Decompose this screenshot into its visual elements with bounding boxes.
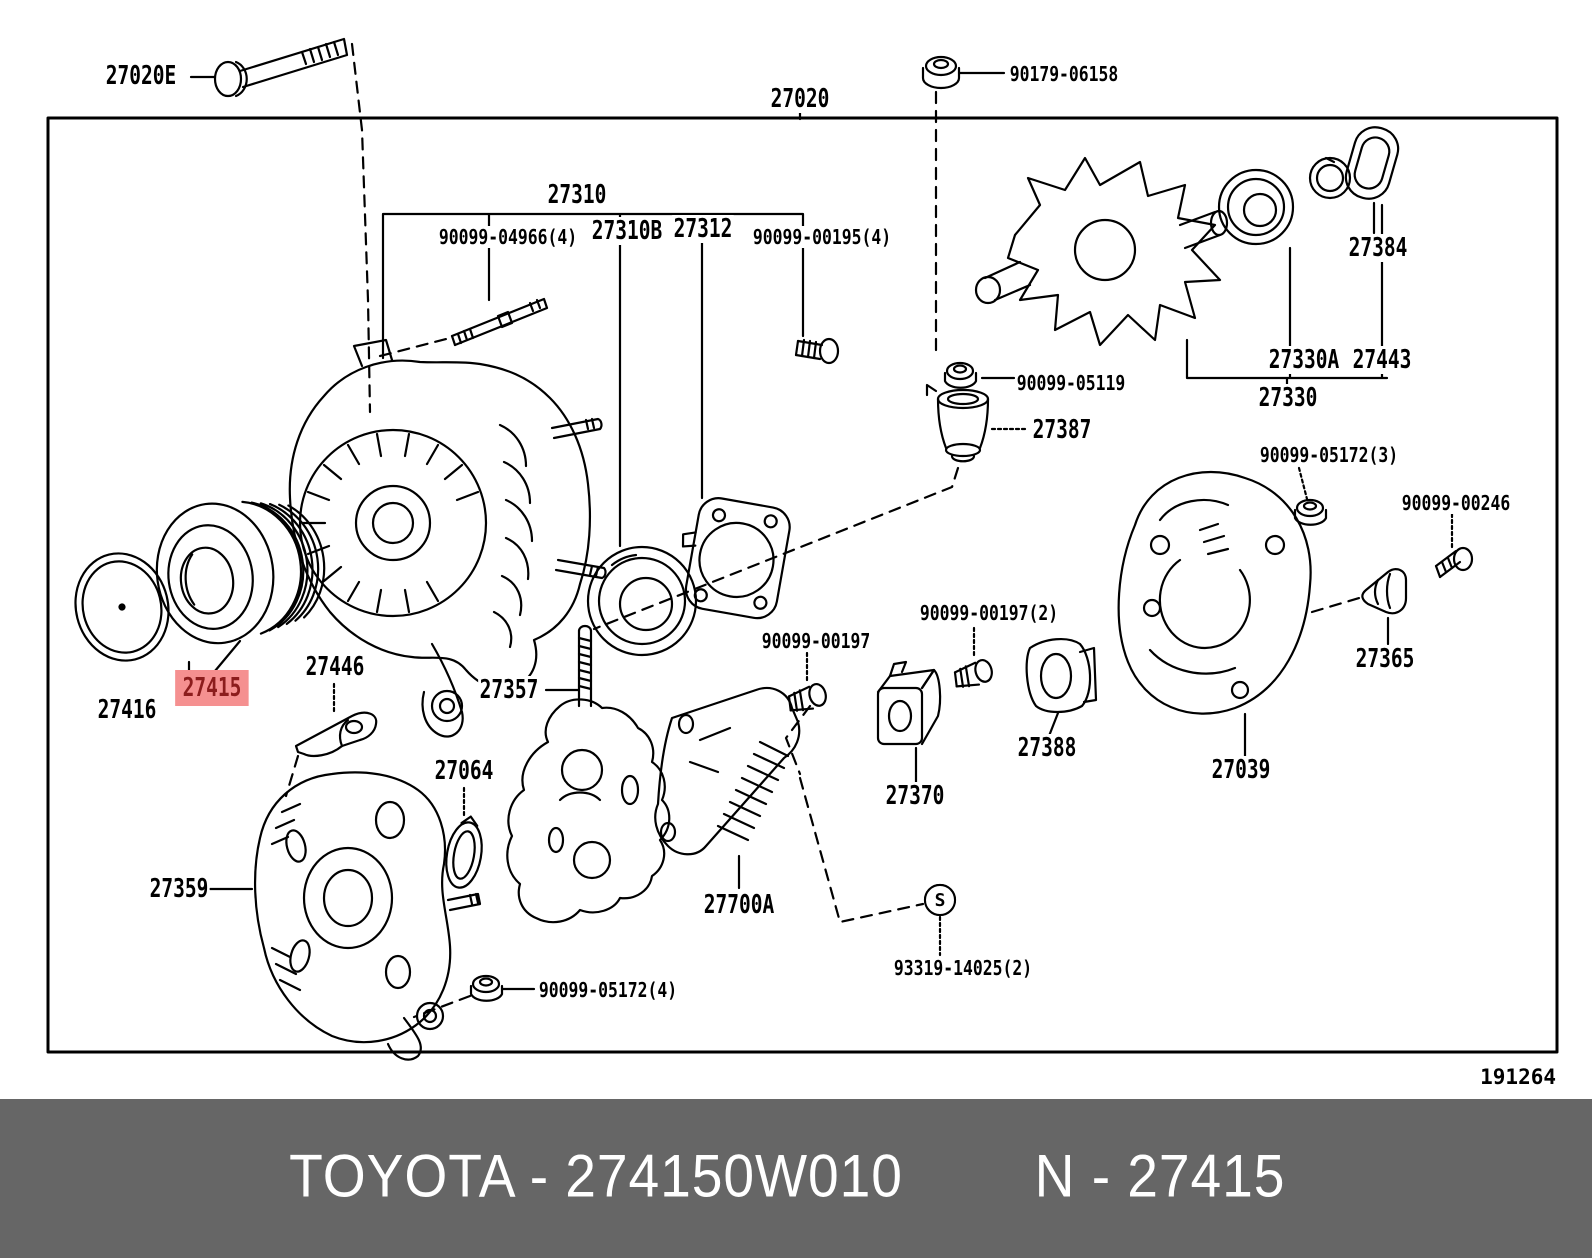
part-label-27330a: 27330A xyxy=(1267,345,1341,375)
part-label-27020e: 27020E xyxy=(104,61,178,91)
part-label-27312: 27312 xyxy=(672,214,734,244)
retainer-27388 xyxy=(1025,638,1098,714)
rear-end-cover-27039 xyxy=(1117,470,1312,715)
part-label-90179-06158: 90179-06158 xyxy=(1008,62,1120,86)
part-label-90099-00197-2: 90099-00197(2) xyxy=(918,601,1060,625)
part-label-27020: 27020 xyxy=(769,84,831,114)
diagram-border xyxy=(46,116,1559,1054)
screw-symbol: S xyxy=(924,884,956,916)
regulator-27700a xyxy=(654,686,801,856)
part-label-90099-05172-4: 90099-05172(4) xyxy=(537,978,679,1002)
part-label-90099-00197: 90099-00197 xyxy=(760,629,872,653)
part-label-27446: 27446 xyxy=(304,652,366,682)
nut-90099-05172-4 xyxy=(469,974,504,1002)
bearing-27310b xyxy=(586,545,698,657)
part-label-90099-00246: 90099-00246 xyxy=(1400,491,1512,515)
assembly-dashed-lines xyxy=(284,42,1368,1019)
bolt-90099-00197-2 xyxy=(953,658,993,688)
part-label-27039: 27039 xyxy=(1210,755,1272,785)
part-label-27370: 27370 xyxy=(884,781,946,811)
footer-catalog-number: N - 27415 xyxy=(1034,1142,1286,1210)
bolt-90099-00246 xyxy=(1434,546,1474,579)
part-label-27310: 27310 xyxy=(546,180,608,210)
nut-90099-05119 xyxy=(943,361,978,389)
part-label-90099-00195: 90099-00195(4) xyxy=(751,225,893,249)
drawing-number: 191264 xyxy=(1480,1065,1556,1089)
part-label-27365: 27365 xyxy=(1354,644,1416,674)
part-label-27416: 27416 xyxy=(96,695,158,725)
part-label-27415-highlighted: 27415 xyxy=(175,670,249,706)
part-label-27357: 27357 xyxy=(478,675,540,705)
insulator-27387 xyxy=(925,383,990,463)
gasket-27064 xyxy=(445,815,483,889)
bracket-27446 xyxy=(294,711,378,757)
brush-holder-27357 xyxy=(506,624,671,924)
through-bolt-27020e xyxy=(213,37,349,98)
snap-ring-27443 xyxy=(1308,156,1352,200)
rotor-27330 xyxy=(974,156,1229,347)
part-label-90099-04966: 90099-04966(4) xyxy=(437,225,579,249)
part-label-27388: 27388 xyxy=(1016,733,1078,763)
bearing-27330a xyxy=(1217,168,1295,246)
part-label-27330: 27330 xyxy=(1257,383,1319,413)
part-label-27359: 27359 xyxy=(148,874,210,904)
part-label-27310b: 27310B xyxy=(590,216,664,246)
stud-bolt-90099-04966 xyxy=(450,297,549,347)
part-label-27700a: 27700A xyxy=(702,890,776,920)
terminal-27365 xyxy=(1361,568,1408,615)
part-label-27443: 27443 xyxy=(1351,345,1413,375)
part-label-90099-05119: 90099-05119 xyxy=(1015,371,1127,395)
bolt-90099-00195 xyxy=(794,337,840,365)
footer-part-number: TOYOTA - 274150W010 xyxy=(289,1142,903,1210)
seal-27384 xyxy=(1344,126,1400,200)
part-label-93319-14025: 93319-14025(2) xyxy=(892,956,1034,980)
footer-banner: TOYOTA - 274150W010 N - 27415 xyxy=(0,1099,1592,1258)
nut-90099-05172-3 xyxy=(1293,498,1328,526)
part-label-27064: 27064 xyxy=(433,756,495,786)
part-label-27384: 27384 xyxy=(1347,233,1409,263)
pulley-27415 xyxy=(155,500,326,645)
cover-plate-27416 xyxy=(74,552,170,662)
part-label-90099-05172-3: 90099-05172(3) xyxy=(1258,443,1400,467)
part-label-27387: 27387 xyxy=(1031,415,1093,445)
front-bracket-27359 xyxy=(254,771,482,1061)
leader-lines xyxy=(187,71,1454,991)
nut-90179-06158 xyxy=(921,55,961,90)
terminal-cover-27370 xyxy=(876,660,942,746)
retainer-plate-27312 xyxy=(681,497,791,620)
